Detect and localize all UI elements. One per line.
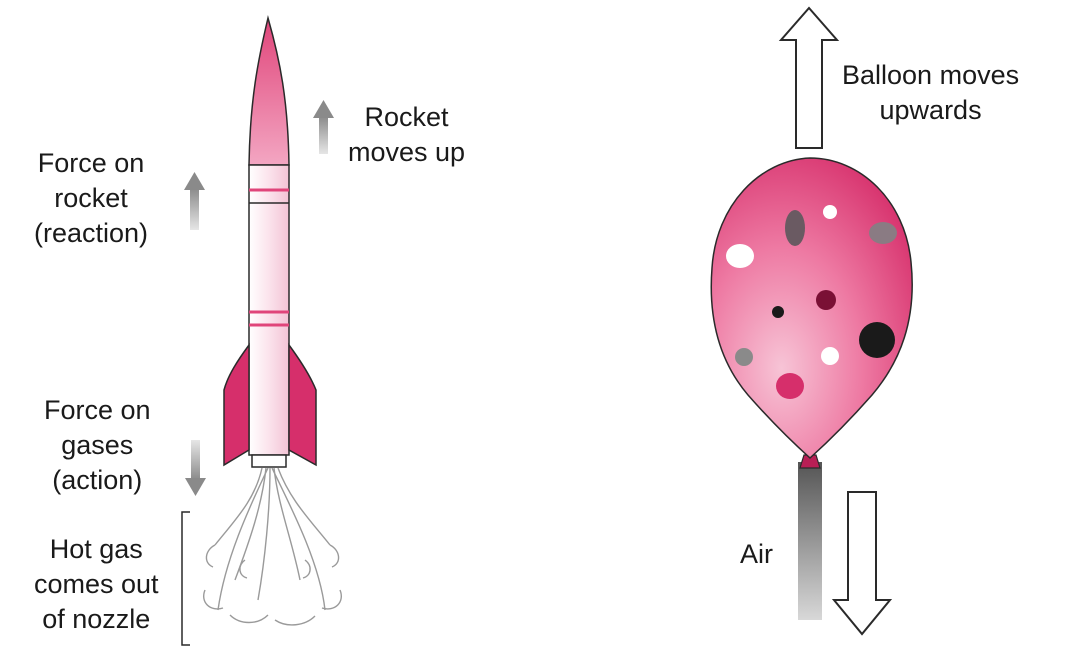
arrow-down-icon: [185, 440, 206, 496]
rocket-nozzle: [252, 455, 286, 467]
arrow-up-icon: [313, 100, 334, 154]
balloon-spot: [869, 222, 897, 244]
label-line: (action): [44, 463, 151, 498]
label-force-on-rocket: Force on rocket (reaction): [34, 146, 148, 251]
balloon-spot: [772, 306, 784, 318]
balloon-spot: [823, 205, 837, 219]
label-line: moves up: [348, 135, 465, 170]
label-line: gases: [44, 428, 151, 463]
arrow-down-icon: [834, 492, 890, 634]
balloon-body: [711, 158, 912, 458]
label-line: comes out: [34, 567, 159, 602]
label-line: of nozzle: [34, 602, 159, 637]
label-line: (reaction): [34, 216, 148, 251]
label-line: Air: [740, 537, 773, 572]
label-force-on-gases: Force on gases (action): [44, 393, 151, 498]
label-hot-gas: Hot gas comes out of nozzle: [34, 532, 159, 637]
arrow-up-icon: [184, 172, 205, 230]
balloon-spot: [726, 244, 754, 268]
air-stream: [798, 462, 822, 620]
label-line: Rocket: [348, 100, 465, 135]
rocket-fin-left: [224, 345, 249, 465]
exhaust-gas: [204, 468, 342, 625]
arrow-up-icon: [781, 8, 837, 148]
label-line: Force on: [44, 393, 151, 428]
balloon-spot: [776, 373, 804, 399]
balloon-spot: [859, 322, 895, 358]
rocket-fin-right: [289, 345, 316, 465]
label-line: rocket: [34, 181, 148, 216]
balloon-spot: [821, 347, 839, 365]
hot-gas-bracket: [182, 512, 190, 645]
rocket-body: [249, 165, 289, 455]
balloon-spot: [735, 348, 753, 366]
label-line: Force on: [34, 146, 148, 181]
label-line: Hot gas: [34, 532, 159, 567]
balloon-spot: [816, 290, 836, 310]
label-rocket-moves: Rocket moves up: [348, 100, 465, 170]
label-air: Air: [740, 537, 773, 572]
rocket-nose-cone: [249, 18, 289, 165]
label-balloon-moves: Balloon moves upwards: [842, 58, 1019, 128]
label-line: Balloon moves: [842, 58, 1019, 93]
balloon-spot: [785, 210, 805, 246]
label-line: upwards: [842, 93, 1019, 128]
